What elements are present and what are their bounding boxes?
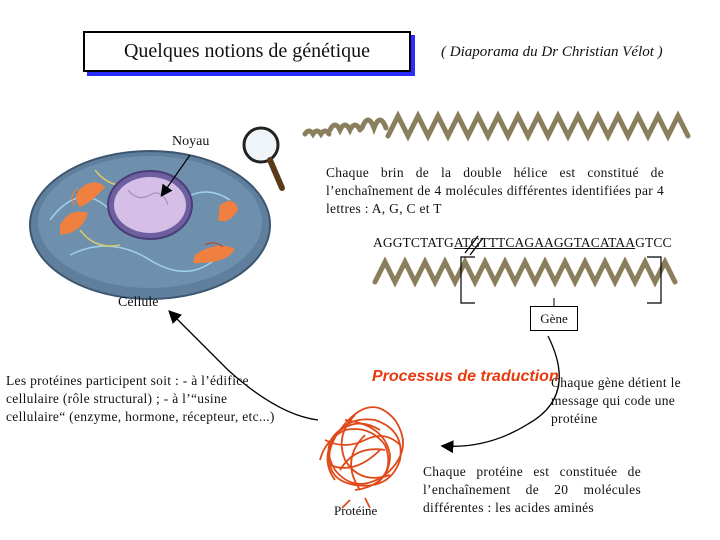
page-title-text: Quelques notions de génétique — [124, 40, 370, 63]
cell-label: Cellule — [118, 295, 158, 311]
sequence-gene: ATGTTTCAGAAGGTACATAA — [454, 235, 635, 250]
gene-label: Gène — [540, 311, 567, 327]
protein-label: Protéine — [334, 503, 377, 519]
magnifier-icon — [244, 128, 282, 188]
page-title: Quelques notions de génétique — [83, 31, 411, 72]
dna-helix-gene — [375, 262, 675, 282]
protein-roles: Les protéines participent soit : - à l’é… — [6, 372, 276, 426]
nucleus-label: Noyau — [172, 134, 209, 150]
gene-label-box: Gène — [530, 306, 578, 331]
protein-description: Chaque protéine est constituée de l’ench… — [423, 463, 641, 517]
dna-helix-top — [305, 116, 688, 136]
helix-description: Chaque brin de la double hélice est cons… — [326, 164, 664, 218]
author-credit: ( Diaporama du Dr Christian Vélot ) — [441, 44, 663, 61]
sequence-before: AGGTCTATG — [373, 235, 454, 250]
translation-process-label: Processus de traduction — [372, 368, 559, 386]
protein-illustration — [320, 407, 403, 508]
sequence-after: GTCC — [635, 235, 671, 250]
gene-description: Chaque gène détient le message qui code … — [551, 374, 701, 428]
dna-sequence: AGGTCTATGATGTTTCAGAAGGTACATAAGTCC — [373, 235, 672, 251]
cell-illustration — [30, 151, 270, 299]
